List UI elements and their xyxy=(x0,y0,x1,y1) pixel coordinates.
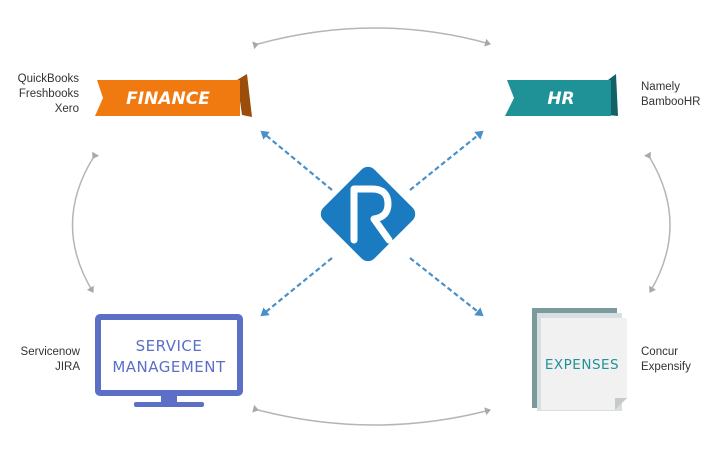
center-logo xyxy=(320,166,416,262)
expenses-label: EXPENSES xyxy=(545,357,619,373)
hr-label: HR xyxy=(547,89,574,109)
logo-diamond xyxy=(320,166,416,262)
r-letter-icon xyxy=(350,185,393,244)
arrow-to-finance xyxy=(260,130,333,191)
document-fold xyxy=(615,398,627,410)
finance-banner: FINANCE xyxy=(95,74,252,117)
bottom-curved-arrow xyxy=(252,404,491,426)
monitor-base xyxy=(134,402,204,407)
service-label-line1: SERVICE xyxy=(136,337,203,355)
hr-tools: Namely BambooHR xyxy=(641,80,700,110)
expenses-document: EXPENSES xyxy=(532,308,627,411)
service-tools: Servicenow JIRA xyxy=(21,345,80,375)
service-monitor: SERVICE MANAGEMENT xyxy=(95,314,243,407)
service-tool: JIRA xyxy=(55,361,80,373)
service-tool: Servicenow xyxy=(20,346,80,358)
service-label-line2: MANAGEMENT xyxy=(112,358,226,376)
hr-banner-shape xyxy=(505,80,611,116)
hr-tool: Namely xyxy=(641,81,680,93)
expenses-tools: Concur Expensify xyxy=(641,345,691,375)
left-curved-arrow xyxy=(71,151,100,293)
curved-connectors xyxy=(71,27,671,426)
finance-tool: QuickBooks xyxy=(17,73,79,85)
finance-label: FINANCE xyxy=(126,89,210,109)
hr-tool: BambooHR xyxy=(641,96,701,108)
right-curved-arrow xyxy=(644,151,671,293)
document-front xyxy=(541,318,627,410)
finance-tool: Xero xyxy=(54,103,79,115)
finance-tools: QuickBooks Freshbooks Xero xyxy=(18,72,79,117)
arrow-to-service xyxy=(260,257,333,317)
finance-banner-tail xyxy=(237,74,252,117)
finance-banner-shape xyxy=(95,80,240,116)
dashed-connectors xyxy=(260,130,484,317)
monitor-inner xyxy=(101,320,237,390)
monitor-neck xyxy=(161,396,177,403)
expenses-tool: Concur xyxy=(641,346,679,358)
expenses-tool: Expensify xyxy=(641,361,691,373)
hr-banner: HR xyxy=(505,74,618,116)
arrow-to-expenses xyxy=(409,257,484,317)
arrow-to-hr xyxy=(409,130,484,191)
top-curved-arrow xyxy=(252,27,491,50)
finance-tool: Freshbooks xyxy=(18,88,79,100)
